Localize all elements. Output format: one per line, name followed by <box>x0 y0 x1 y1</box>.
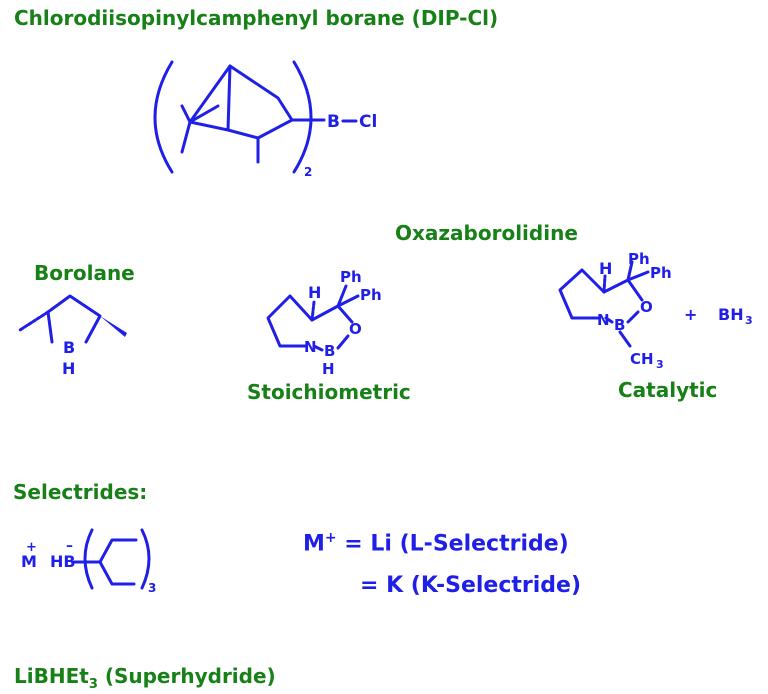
dipcl-boron: B <box>327 112 340 132</box>
superhydride-name: (Superhydride) <box>97 664 276 688</box>
eq-li-text: = Li (L-Selectride) <box>336 531 569 557</box>
dipcl-ring <box>188 64 294 140</box>
cat-boron: B <box>614 316 625 334</box>
sel-b-charge: – <box>66 538 73 554</box>
selectride-eq-k: = K (K-Selectride) <box>360 573 582 598</box>
cat-h-label: H <box>599 259 612 278</box>
stoich-ring-bond-1 <box>310 304 340 322</box>
sel-hb-label: HB <box>50 552 76 571</box>
cat-oxygen: O <box>640 298 653 316</box>
dipcl-chlorine: Cl <box>359 112 377 132</box>
dipcl-title: Chlorodiisopinylcamphenyl borane (DIP-Cl… <box>14 6 499 30</box>
superhydride-formula: LiBHEt <box>14 664 89 688</box>
stoich-ph-2: Ph <box>360 286 382 304</box>
oxazaborolidine-title: Oxazaborolidine <box>395 221 578 245</box>
stoich-structure: H Ph Ph O N B H <box>266 268 382 378</box>
sel-left-paren <box>83 528 94 590</box>
borolane-structure: B H <box>18 294 127 378</box>
stoich-ph-bond-1 <box>336 284 348 308</box>
selectride-structure: + M – HB 3 <box>21 528 156 595</box>
dipcl-gem-dimethyl-1 <box>180 104 192 124</box>
dipcl-left-paren <box>153 60 174 174</box>
selectrides-title: Selectrides: <box>13 480 148 504</box>
cat-ph-1: Ph <box>628 250 650 268</box>
stoich-ph-bond-2 <box>336 294 360 308</box>
cat-plus: + <box>684 305 697 324</box>
stoich-ring-bond-4 <box>312 344 324 352</box>
cat-bh3-sub: 3 <box>745 314 753 327</box>
dipcl-gem-dimethyl-3 <box>188 104 220 124</box>
cat-h-bond <box>602 274 607 294</box>
cat-methyl-ch: CH <box>630 350 654 368</box>
borolane-title: Borolane <box>34 261 135 285</box>
borolane-hash-left <box>18 310 50 332</box>
dipcl-subscript-2: 2 <box>304 165 312 179</box>
cat-ph-bond-2 <box>626 270 650 282</box>
stoich-h-bond <box>310 300 316 322</box>
superhydride-title: LiBHEt3 (Superhydride) <box>14 664 276 692</box>
eq-m-charge: + <box>324 530 337 546</box>
borolane-ring <box>46 294 102 344</box>
dipcl-right-paren <box>292 60 313 174</box>
dipcl-bridge <box>226 64 232 132</box>
sel-sec-butyl <box>98 538 138 564</box>
borolane-boron: B <box>63 338 75 357</box>
borolane-hydrogen: H <box>62 359 75 378</box>
eq-m-label: M <box>303 531 325 557</box>
sel-right-paren <box>140 528 151 590</box>
sel-sec-butyl-2 <box>98 560 136 586</box>
sel-subscript-3: 3 <box>148 581 156 595</box>
superhydride-subscript: 3 <box>88 677 98 692</box>
sel-m-label: M <box>21 552 37 571</box>
cat-methyl-sub: 3 <box>656 358 664 371</box>
cat-nitrogen: N <box>597 311 610 329</box>
stoich-h-label: H <box>308 283 321 302</box>
dipcl-gem-dimethyl-2 <box>180 120 192 154</box>
stoich-ring-bond-3 <box>336 334 350 350</box>
cat-pyrrolidine <box>558 268 606 320</box>
stoich-oxygen: O <box>349 320 362 338</box>
cat-methyl-bond <box>618 330 632 348</box>
catalytic-title: Catalytic <box>618 378 718 402</box>
stoich-boron: B <box>324 342 335 360</box>
stoich-b-hydrogen: H <box>322 360 335 378</box>
stoich-pyrrolidine <box>266 294 314 348</box>
stoich-ring-bond-2 <box>336 304 354 324</box>
borolane-wedge-right <box>100 316 127 337</box>
cat-bh3: BH <box>718 305 744 324</box>
dipcl-structure: 2 B Cl <box>153 60 377 179</box>
catalytic-structure: H Ph Ph O N B CH 3 + BH 3 <box>558 250 753 371</box>
cat-ring-bond-4 <box>604 316 614 324</box>
cat-ring-bond-2 <box>626 278 644 302</box>
stoichiometric-title: Stoichiometric <box>247 380 411 404</box>
cat-ring-bond-1 <box>602 278 630 294</box>
cat-ring-bond-3 <box>626 310 640 324</box>
selectride-eq-li: M+ = Li (L-Selectride) <box>303 530 569 556</box>
stoich-ph-1: Ph <box>340 268 362 286</box>
cat-ph-2: Ph <box>650 264 672 282</box>
sel-m-charge: + <box>26 540 37 555</box>
cat-ph-bond-1 <box>626 260 634 282</box>
stoich-nitrogen: N <box>304 338 317 356</box>
